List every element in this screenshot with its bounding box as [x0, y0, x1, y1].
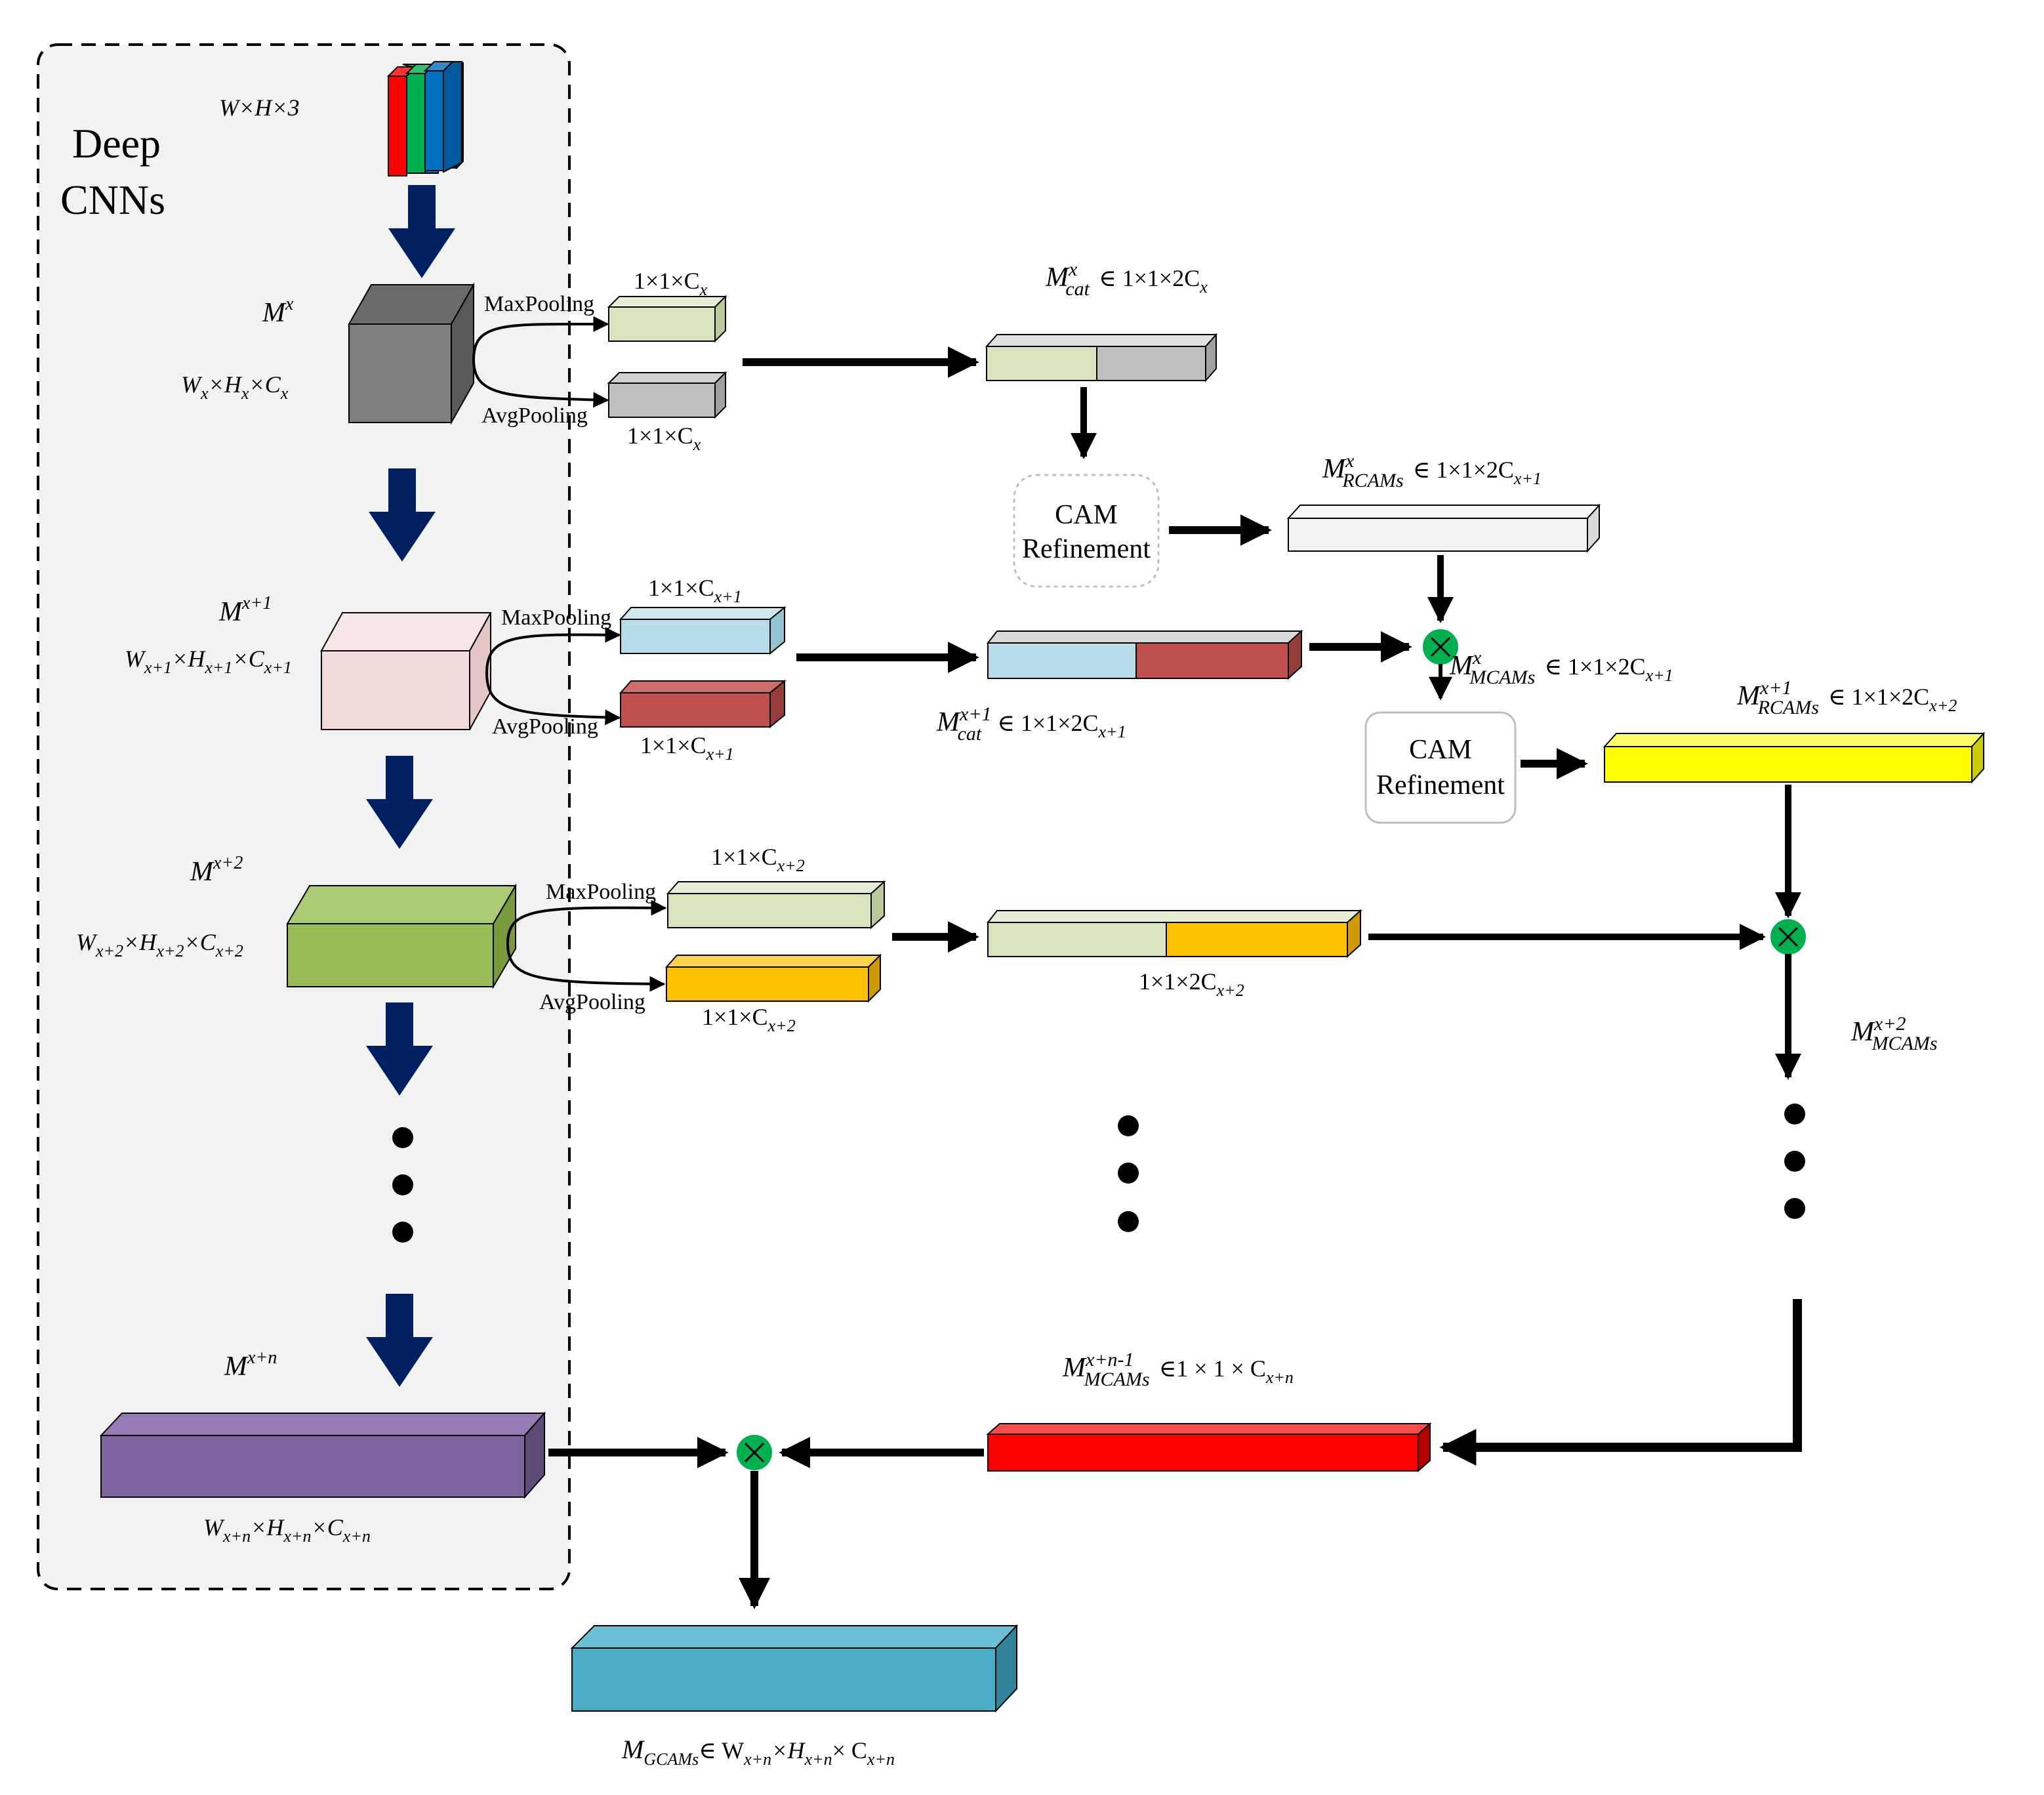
right-dot-3 — [1784, 1198, 1805, 1219]
map-x2-label: Mx+2 — [190, 853, 243, 887]
panel-title-line2: CNNs — [60, 176, 165, 223]
maxpool-curve-x — [472, 316, 609, 360]
avgpooling-label-x1: AvgPooling — [492, 714, 598, 739]
dims-xn-label: Wx+n×Hx+n×Cx+n — [203, 1514, 371, 1546]
rcams-vector-x1 — [1603, 732, 1986, 784]
map-x1-label: Mx+1 — [218, 593, 272, 627]
maxpool-vector-x — [607, 295, 727, 343]
maxpool-dims-x1: 1×1×Cx+1 — [648, 575, 742, 606]
avgpool-vector-x1 — [619, 679, 787, 729]
down-arrow-1 — [388, 185, 455, 278]
avgpool-vector-x — [607, 371, 727, 419]
feature-block-x1 — [320, 612, 492, 730]
feature-block-xn — [99, 1411, 546, 1499]
middle-dot-1 — [1118, 1115, 1139, 1136]
avgpooling-label-x2: AvgPooling — [539, 990, 645, 1014]
maxpooling-label-x1: MaxPooling — [501, 606, 611, 630]
cam-refinement-2-line2: Refinement — [1376, 770, 1505, 800]
maxpool-dims-x: 1×1×Cx — [634, 268, 708, 299]
panel-title-line1: Deep — [72, 120, 161, 167]
avgpool-curve-x2 — [506, 943, 666, 992]
down-arrow-3 — [366, 756, 433, 849]
maxpool-curve-x1 — [485, 627, 621, 674]
cam-refinement-1-line2: Refinement — [1022, 534, 1151, 564]
right-dot-1 — [1784, 1104, 1805, 1124]
down-arrow-4 — [366, 1002, 433, 1096]
feature-block-x2 — [286, 883, 517, 989]
avgpooling-label-x: AvgPooling — [481, 403, 588, 428]
maxpool-vector-x2 — [666, 880, 886, 930]
dims-x-label: Wx×Hx×Cx — [181, 371, 289, 403]
maxpool-vector-x1 — [619, 606, 787, 655]
input-dims: W×H×3 — [219, 94, 300, 121]
dims-x2-label: Wx+2×Hx+2×Cx+2 — [76, 929, 243, 960]
cat-x2-label: 1×1×2Cx+2 — [1139, 968, 1244, 1000]
cat-vector-x2 — [986, 909, 1362, 959]
panel-dot-1 — [392, 1127, 413, 1148]
multiply-node-3 — [737, 1435, 772, 1470]
maxpool-curve-x2 — [506, 899, 667, 944]
dims-x1-label: Wx+1×Hx+1×Cx+1 — [125, 646, 292, 677]
down-arrow-2 — [369, 468, 436, 562]
cam-refinement-box-1 — [1013, 474, 1160, 588]
cam-refinement-box-2 — [1364, 711, 1517, 824]
map-xn-label: Mx+n — [224, 1348, 277, 1382]
panel-dot-3 — [392, 1222, 413, 1243]
gcams-output-block — [570, 1624, 1019, 1713]
avgpool-dims-x2: 1×1×Cx+2 — [702, 1004, 796, 1035]
gcams-label: MGCAMs∈ Wx+n×Hx+n× Cx+n — [621, 1735, 895, 1769]
rcams-vector-x — [1286, 503, 1601, 553]
avgpool-curve-x — [472, 359, 609, 408]
cam-refinement-2-line1: CAM — [1409, 735, 1472, 765]
middle-dot-3 — [1118, 1211, 1139, 1232]
deep-cnns-panel — [37, 43, 571, 1590]
avgpool-dims-x: 1×1×Cx — [627, 423, 701, 454]
map-x-label: Mx — [262, 294, 294, 328]
avgpool-curve-x1 — [485, 672, 621, 726]
avgpool-dims-x1: 1×1×Cx+1 — [640, 732, 734, 764]
maxpool-dims-x2: 1×1×Cx+2 — [711, 844, 805, 875]
avgpool-vector-x2 — [664, 953, 882, 1003]
cat-vector-x1 — [986, 629, 1303, 680]
input-image-stack — [386, 61, 464, 176]
cam-refinement-1-line1: CAM — [1055, 500, 1118, 530]
right-dot-2 — [1784, 1151, 1805, 1172]
cat-vector-x — [985, 333, 1218, 382]
middle-dot-2 — [1118, 1163, 1139, 1184]
return-path-line — [1450, 1299, 1802, 1452]
panel-dot-2 — [392, 1174, 413, 1195]
down-arrow-5 — [366, 1294, 433, 1387]
multiply-node-2 — [1770, 919, 1806, 955]
feature-block-x — [348, 282, 475, 425]
mcams-xn1-vector — [986, 1422, 1432, 1473]
maxpooling-label-x2: MaxPooling — [546, 880, 656, 904]
maxpooling-label-x: MaxPooling — [484, 292, 594, 316]
